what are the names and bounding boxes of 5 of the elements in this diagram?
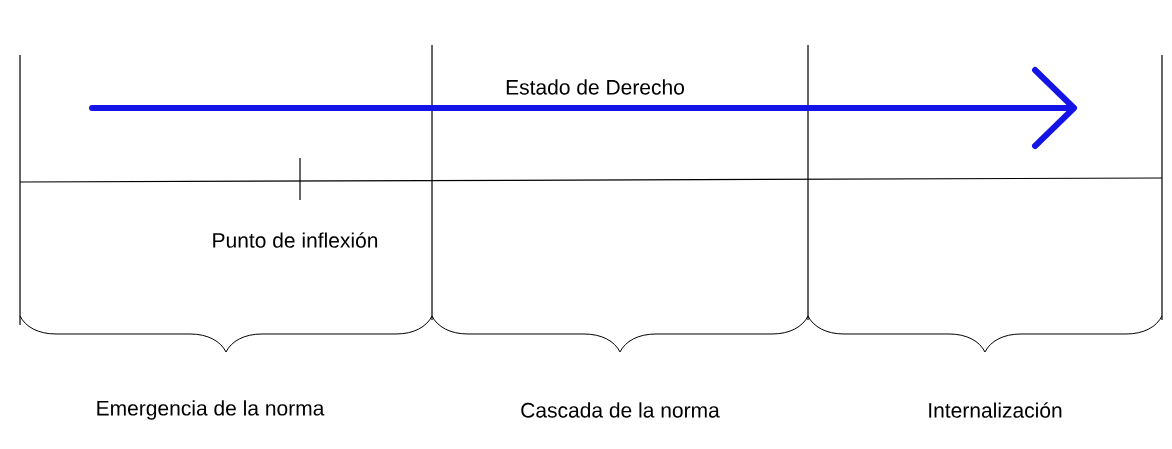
label: Punto de inflexión — [213, 232, 378, 248]
label: Internalización — [929, 402, 1062, 418]
label: Estado de Derecho — [506, 79, 684, 95]
label: Cascada de la norma — [521, 402, 720, 418]
label: Emergencia de la norma — [97, 400, 325, 420]
